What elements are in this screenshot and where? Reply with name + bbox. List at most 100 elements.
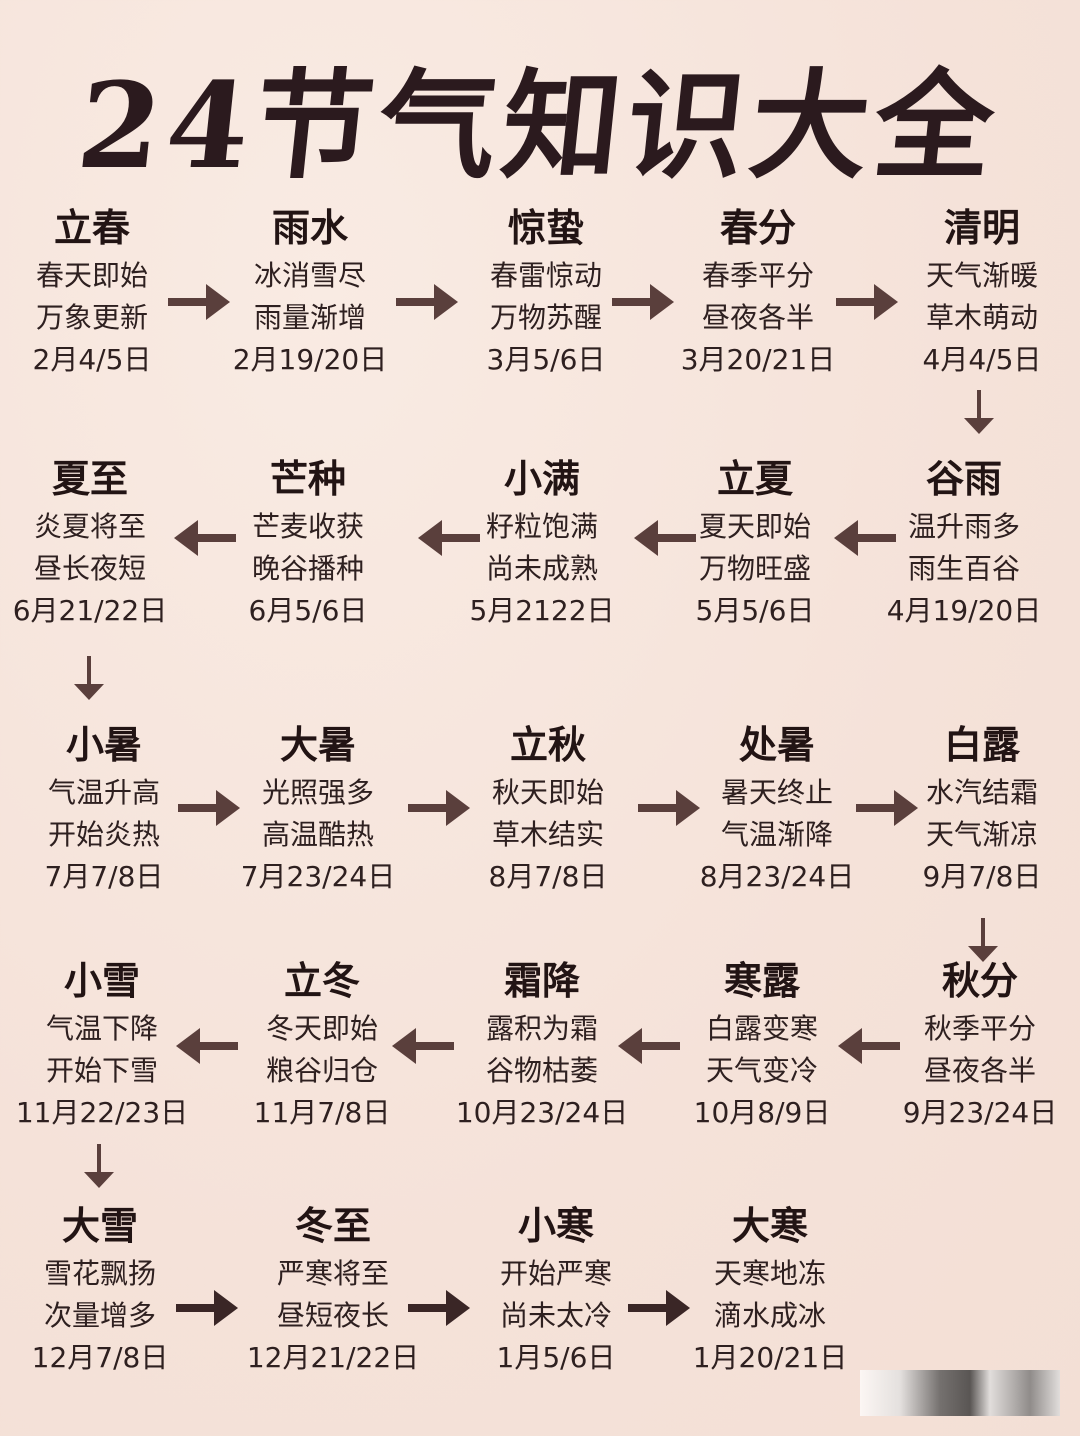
term-desc: 昼夜各半 xyxy=(701,301,814,334)
term-date: 1月20/21日 xyxy=(692,1341,848,1374)
term-date: 5月5/6日 xyxy=(695,594,815,627)
term-qiufen: 秋分 秋季平分 昼夜各半 9月23/24日 xyxy=(870,958,1080,1134)
term-desc: 高温酷热 xyxy=(261,818,374,851)
term-name: 立夏 xyxy=(716,457,793,501)
term-chunfen: 春分 春季平分 昼夜各半 3月20/21日 xyxy=(648,205,868,381)
term-desc: 万象更新 xyxy=(35,301,148,334)
term-desc: 气温渐降 xyxy=(720,818,833,851)
term-lichun: 立春 春天即始 万象更新 2月4/5日 xyxy=(0,205,202,381)
term-chushu: 处暑 暑天终止 气温渐降 8月23/24日 xyxy=(667,722,887,898)
term-daxue: 大雪 雪花飘扬 次量增多 12月7/8日 xyxy=(0,1203,210,1379)
term-name: 小寒 xyxy=(517,1204,594,1248)
term-desc: 芒麦收获 xyxy=(251,510,364,543)
arrow-right-icon xyxy=(396,282,458,322)
term-xiaoshu: 小暑 气温升高 开始炎热 7月7/8日 xyxy=(0,722,214,898)
term-name: 白露 xyxy=(943,723,1020,767)
term-name: 霜降 xyxy=(503,959,580,1003)
term-date: 10月8/9日 xyxy=(693,1096,831,1129)
term-date: 8月23/24日 xyxy=(699,860,855,893)
term-desc: 雨生百谷 xyxy=(907,552,1020,585)
term-name: 大暑 xyxy=(279,723,356,767)
term-desc: 天气渐凉 xyxy=(925,818,1038,851)
term-name: 寒露 xyxy=(723,959,800,1003)
term-name: 大雪 xyxy=(61,1204,138,1248)
term-desc: 秋季平分 xyxy=(923,1012,1036,1045)
arrow-right-icon xyxy=(628,1288,690,1328)
term-date: 2月19/20日 xyxy=(232,343,388,376)
arrow-right-icon xyxy=(178,788,240,828)
arrow-left-icon xyxy=(834,518,896,558)
term-name: 立冬 xyxy=(283,959,360,1003)
term-name: 春分 xyxy=(719,206,796,250)
arrow-down-icon xyxy=(72,656,106,702)
term-desc: 天寒地冻 xyxy=(713,1257,826,1290)
term-desc: 天气变冷 xyxy=(705,1054,818,1087)
arrow-right-icon xyxy=(836,282,898,322)
term-desc: 水汽结霜 xyxy=(925,776,1038,809)
term-xiaoxue: 小雪 气温下降 开始下雪 11月22/23日 xyxy=(0,958,212,1134)
arrow-right-icon xyxy=(408,1288,470,1328)
term-desc: 春雷惊动 xyxy=(489,259,602,292)
term-name: 立春 xyxy=(53,206,130,250)
arrow-left-icon xyxy=(392,1026,454,1066)
arrow-left-icon xyxy=(418,518,480,558)
term-date: 4月19/20日 xyxy=(886,594,1042,627)
arrow-right-icon xyxy=(408,788,470,828)
term-desc: 开始下雪 xyxy=(45,1054,158,1087)
term-desc: 炎夏将至 xyxy=(33,510,146,543)
term-date: 11月22/23日 xyxy=(15,1096,189,1129)
term-bailu: 白露 水汽结霜 天气渐凉 9月7/8日 xyxy=(872,722,1080,898)
term-qingming: 清明 天气渐暖 草木萌动 4月4/5日 xyxy=(872,205,1080,381)
term-liqiu: 立秋 秋天即始 草木结实 8月7/8日 xyxy=(438,722,658,898)
term-desc: 次量增多 xyxy=(43,1299,156,1332)
term-date: 9月23/24日 xyxy=(902,1096,1058,1129)
term-desc: 春天即始 xyxy=(35,259,148,292)
term-desc: 尚未太冷 xyxy=(499,1299,612,1332)
term-xiaohan: 小寒 开始严寒 尚未太冷 1月5/6日 xyxy=(446,1203,666,1379)
arrow-left-icon xyxy=(176,1026,238,1066)
arrow-left-icon xyxy=(618,1026,680,1066)
term-date: 5月2122日 xyxy=(469,594,615,627)
term-desc: 露积为霜 xyxy=(485,1012,598,1045)
term-desc: 夏天即始 xyxy=(698,510,811,543)
term-dahan: 大寒 天寒地冻 滴水成冰 1月20/21日 xyxy=(660,1203,880,1379)
term-desc: 雨量渐增 xyxy=(253,301,366,334)
term-date: 6月5/6日 xyxy=(248,594,368,627)
term-date: 12月7/8日 xyxy=(31,1341,169,1374)
term-name: 谷雨 xyxy=(925,457,1002,501)
term-name: 处暑 xyxy=(738,723,815,767)
arrow-right-icon xyxy=(638,788,700,828)
term-date: 4月4/5日 xyxy=(922,343,1042,376)
term-desc: 昼夜各半 xyxy=(923,1054,1036,1087)
term-mangzhong: 芒种 芒麦收获 晚谷播种 6月5/6日 xyxy=(198,456,418,632)
term-name: 冬至 xyxy=(294,1204,371,1248)
term-date: 7月23/24日 xyxy=(240,860,396,893)
term-desc: 开始严寒 xyxy=(499,1257,612,1290)
arrow-left-icon xyxy=(174,518,236,558)
term-desc: 冬天即始 xyxy=(265,1012,378,1045)
term-date: 7月7/8日 xyxy=(44,860,164,893)
term-name: 小暑 xyxy=(65,723,142,767)
term-date: 6月21/22日 xyxy=(12,594,168,627)
term-desc: 严寒将至 xyxy=(276,1257,389,1290)
term-desc: 草木结实 xyxy=(491,818,604,851)
term-guyu: 谷雨 温升雨多 雨生百谷 4月19/20日 xyxy=(854,456,1074,632)
term-desc: 冰消雪尽 xyxy=(253,259,366,292)
term-name: 雨水 xyxy=(271,206,348,250)
term-date: 2月4/5日 xyxy=(32,343,152,376)
term-xiazhi: 夏至 炎夏将至 昼长夜短 6月21/22日 xyxy=(0,456,200,632)
arrow-left-icon xyxy=(634,518,696,558)
term-desc: 气温下降 xyxy=(45,1012,158,1045)
term-desc: 光照强多 xyxy=(261,776,374,809)
arrow-right-icon xyxy=(612,282,674,322)
arrow-down-icon xyxy=(962,390,996,436)
term-date: 1月5/6日 xyxy=(496,1341,616,1374)
term-desc: 谷物枯萎 xyxy=(485,1054,598,1087)
arrow-right-icon xyxy=(856,788,918,828)
term-date: 11月7/8日 xyxy=(253,1096,391,1129)
term-xiaoman: 小满 籽粒饱满 尚未成熟 5月2122日 xyxy=(432,456,652,632)
term-desc: 暑天终止 xyxy=(720,776,833,809)
arrow-right-icon xyxy=(168,282,230,322)
term-desc: 万物旺盛 xyxy=(698,552,811,585)
page-title: 24节气知识大全 xyxy=(71,56,1007,195)
